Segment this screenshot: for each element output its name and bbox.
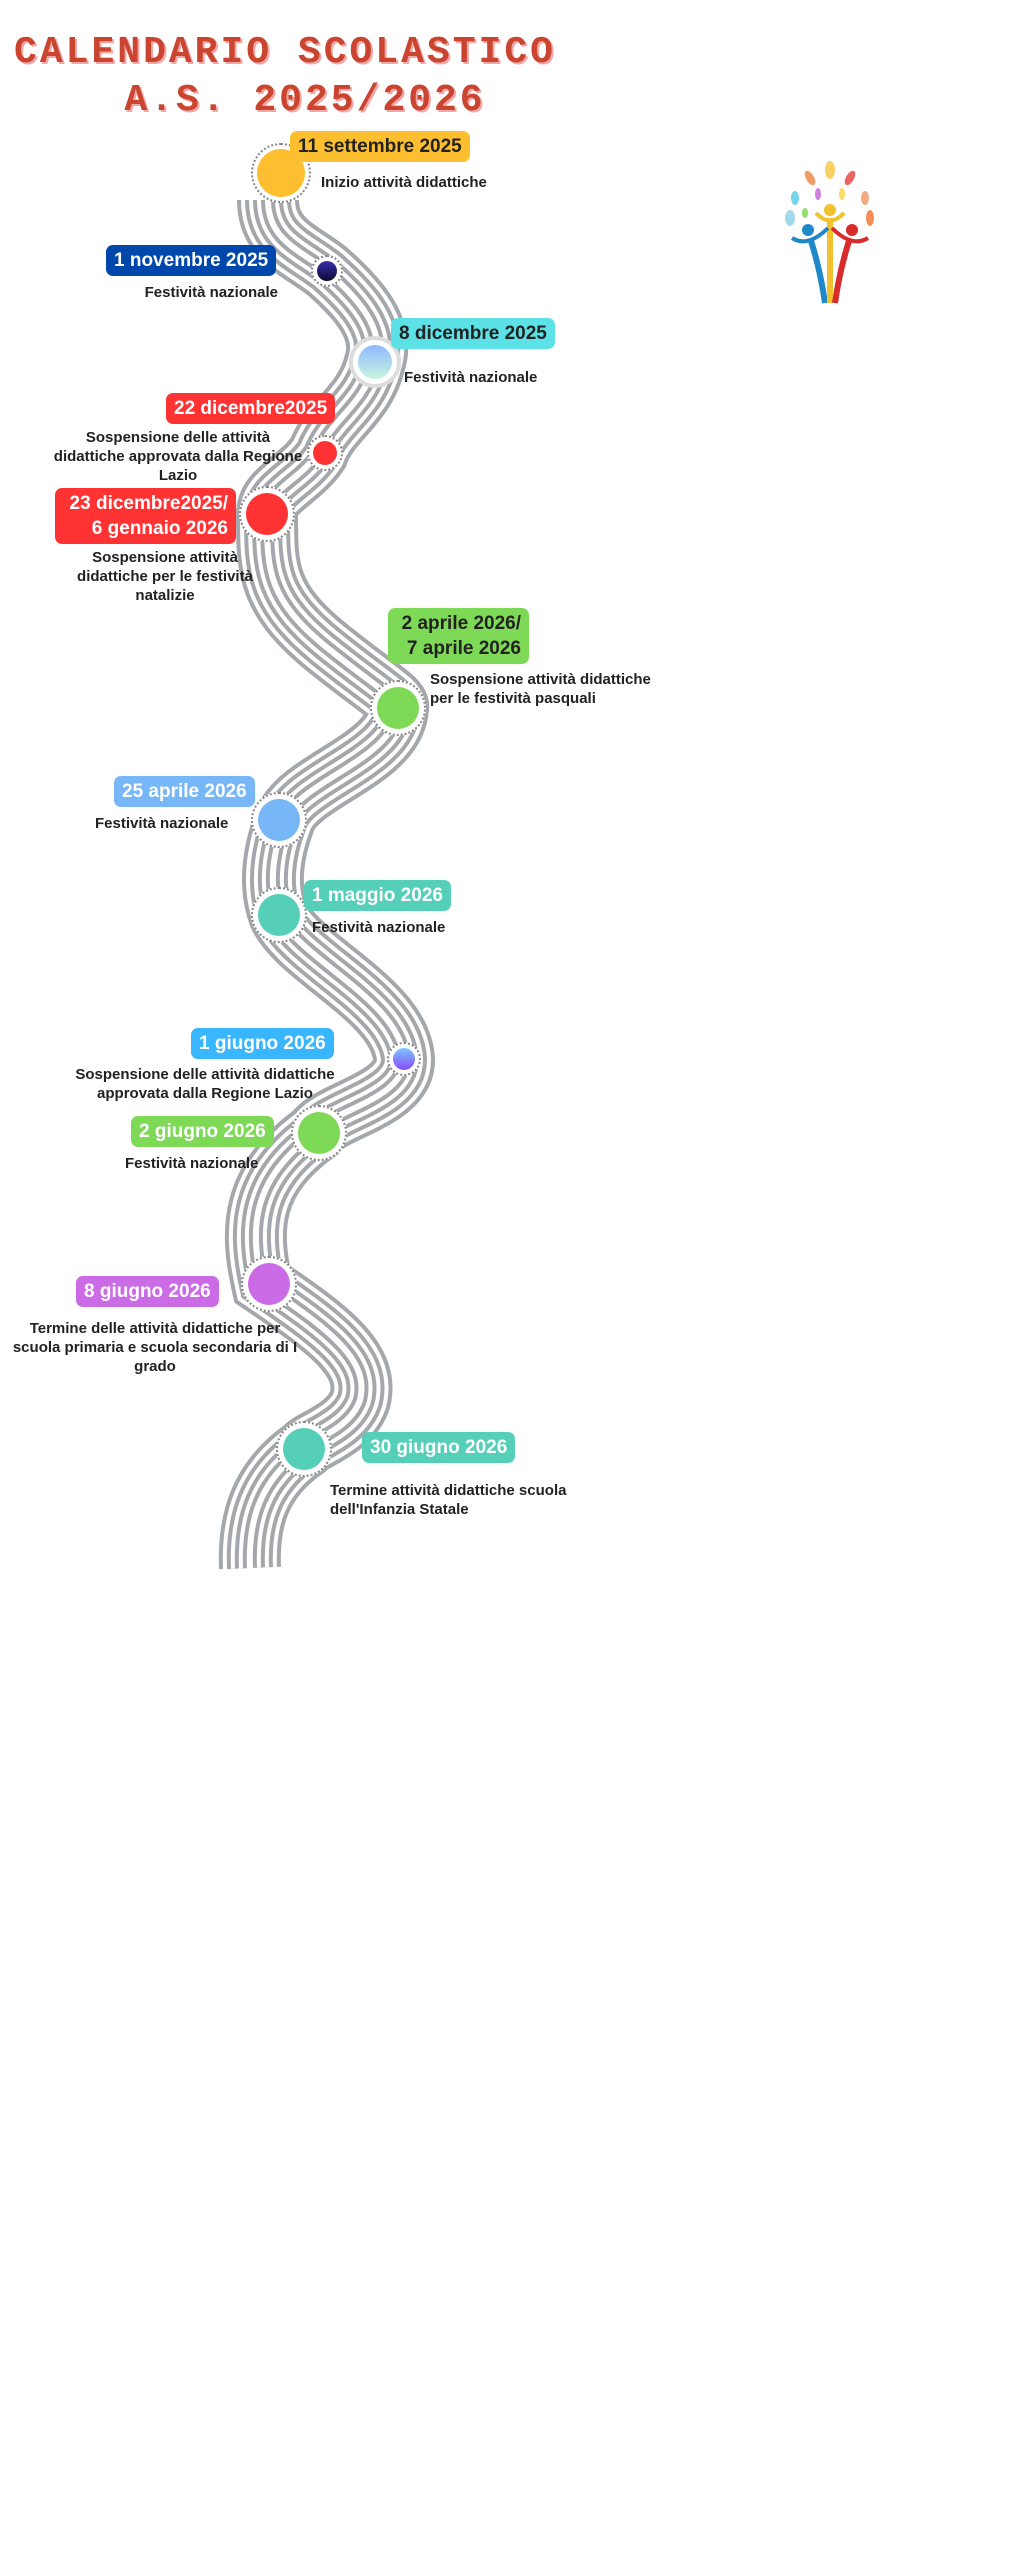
event-description: Inizio attività didattiche [321,174,487,191]
timeline-node [291,1105,347,1161]
date-badge: 1 maggio 2026 [304,880,451,911]
timeline-dot [298,1112,340,1154]
event-description: Termine attività didattiche scuola dell'… [330,1482,567,1518]
event-description: Festività nazionale [125,1155,259,1172]
date-badge: 2 giugno 2026 [131,1116,274,1147]
timeline-dot [248,1263,290,1305]
timeline-node [370,680,426,736]
timeline-node [307,435,343,471]
event-description: Sospensione delle attività didattiche ap… [75,1066,335,1102]
event-description: Termine delle attività didattiche per sc… [12,1320,298,1375]
event-description: Sospensione delle attività didattiche ap… [53,429,303,484]
date-badge: 11 settembre 2025 [290,131,470,162]
date-badge: 8 dicembre 2025 [391,318,555,349]
date-badge: 23 dicembre2025/ 6 gennaio 2026 [55,488,236,544]
timeline-node [311,255,343,287]
timeline-node [251,887,307,943]
timeline-dot [258,799,300,841]
date-badge: 1 novembre 2025 [106,245,277,276]
event-description: Festività nazionale [312,919,446,936]
date-badge: 25 aprile 2026 [114,776,255,807]
date-badge: 22 dicembre2025 [166,393,336,424]
timeline-dot [283,1428,325,1470]
timeline-node [241,1256,297,1312]
timeline-dot [258,894,300,936]
timeline-dot [377,687,419,729]
event-description: Festività nazionale [404,369,538,386]
road-stroke [246,199,408,1569]
date-badge: 2 aprile 2026/ 7 aprile 2026 [388,608,529,664]
title-line-1: CALENDARIO SCOLASTICO [14,31,556,74]
event-description: Sospensione attività didattiche per le f… [430,671,651,707]
timeline-node [251,792,307,848]
timeline-dot [313,441,337,465]
timeline-node [387,1042,421,1076]
timeline-dot [393,1048,415,1070]
event-description: Festività nazionale [144,284,278,301]
event-description: Sospensione attività didattiche per le f… [77,549,253,604]
title-line-2: A.S. 2025/2026 [124,79,486,122]
timeline-dot [358,345,392,379]
timeline-dot [317,261,337,281]
timeline-node [276,1421,332,1477]
date-badge: 1 giugno 2026 [191,1028,334,1059]
timeline-node [239,486,295,542]
timeline-dot [246,493,288,535]
event-description: Festività nazionale [95,815,229,832]
tree-logo [785,161,874,304]
date-badge: 30 giugno 2026 [362,1432,516,1463]
date-badge: 8 giugno 2026 [76,1276,219,1307]
